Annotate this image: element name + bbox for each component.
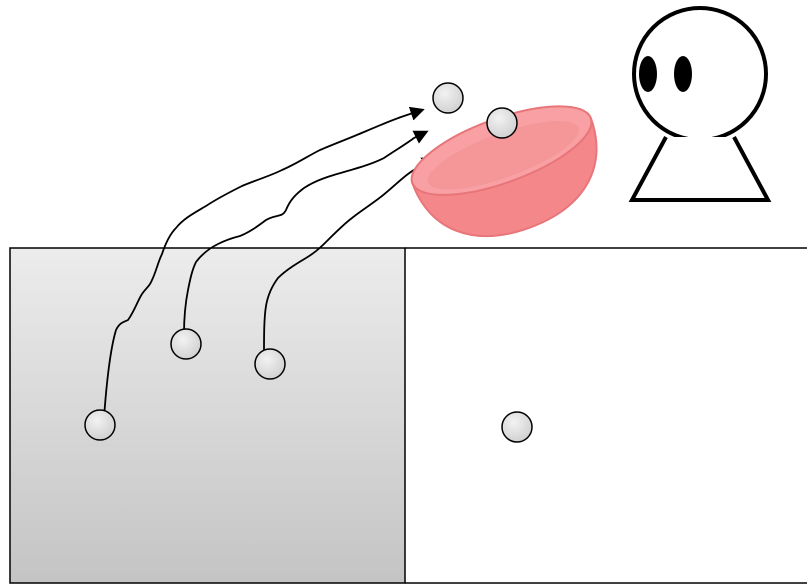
observer-left-eye (639, 56, 657, 92)
ball-left-box-3 (255, 349, 285, 379)
left-container (10, 248, 405, 583)
ball-in-bowl (487, 108, 517, 138)
ball-in-air (433, 83, 463, 113)
stick-figure-observer (632, 8, 768, 200)
right-container (405, 248, 807, 583)
ball-left-box-2 (171, 329, 201, 359)
observer-body (632, 137, 768, 200)
ball-left-box-1 (85, 410, 115, 440)
ball-right-box (502, 412, 532, 442)
observer-right-eye (674, 56, 692, 92)
